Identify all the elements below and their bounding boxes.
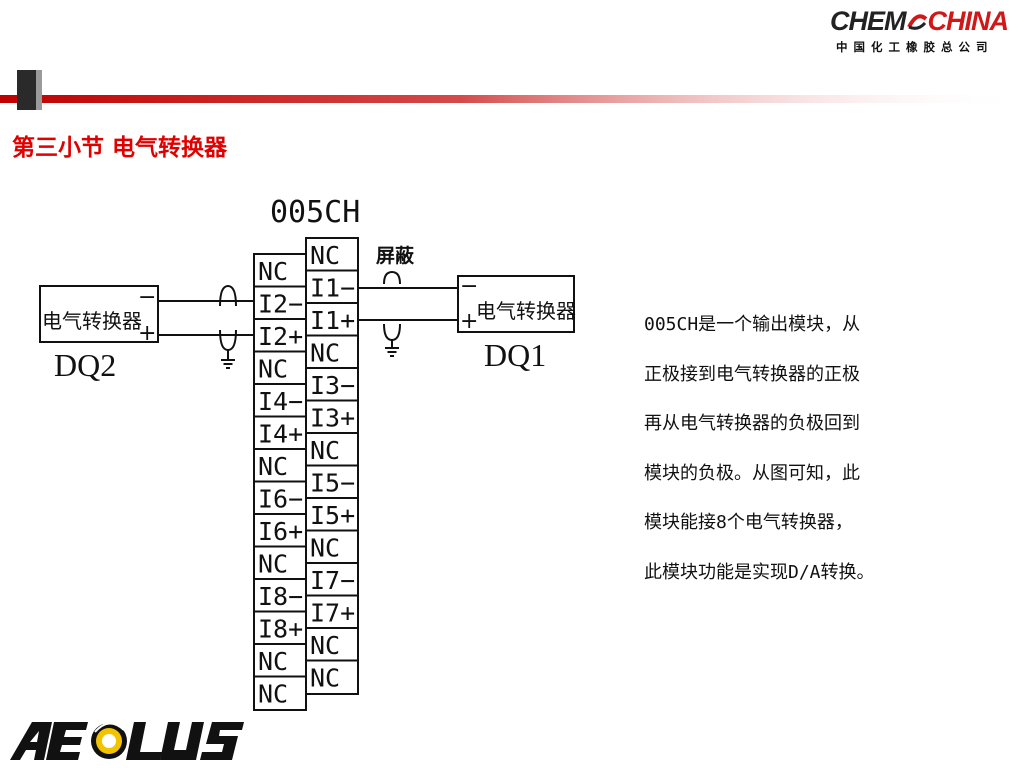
chemchina-wordmark: CHEM CHINA (830, 6, 1009, 37)
shield-right-icon (383, 270, 401, 357)
terminal-label: NC (310, 664, 340, 693)
chemchina-logo: CHEM CHINA 中国化工橡胶总公司 (830, 6, 1020, 56)
terminal-label: I2+ (258, 322, 303, 351)
right-terminal-labels: NC I1− I1+ NC I3− I3+ NC I5− I5+ NC I7− … (310, 241, 355, 693)
dq1-converter-label: 电气转换器 (476, 299, 576, 323)
dq2-minus-sign: − (138, 285, 156, 310)
terminal-label: NC (258, 355, 288, 384)
terminal-label: NC (258, 452, 288, 481)
terminal-label: I6+ (258, 517, 303, 546)
description-text: 005CH是一个输出模块，从 正极接到电气转换器的正极 再从电气转换器的负极回到… (644, 312, 944, 609)
terminal-label: I5+ (310, 501, 355, 530)
terminal-label: I6− (258, 485, 303, 514)
terminal-label: NC (258, 257, 288, 286)
description-line: 此模块功能是实现D/A转换。 (644, 561, 875, 583)
logo-part-chem: CHEM (830, 6, 906, 36)
description-line: 005CH是一个输出模块，从 (644, 314, 861, 335)
terminal-label: I3+ (310, 404, 355, 433)
terminal-label: I1+ (310, 306, 355, 335)
wiring-diagram: 005CH 屏蔽 电气转换器 − + DQ2 电气转换器 − + DQ1 NC … (39, 195, 576, 711)
terminal-label: NC (310, 339, 340, 368)
right-column-dividers (306, 269, 358, 662)
description-line: 再从电气转换器的负极回到 (644, 413, 860, 434)
terminal-label: I3− (310, 371, 355, 400)
dq2-tag: DQ2 (54, 347, 116, 383)
terminal-label: I8− (258, 582, 303, 611)
description-line: 模块的负极。从图可知，此 (644, 462, 860, 484)
description-line: 模块能接8个电气转换器， (644, 512, 853, 533)
logo-subtitle: 中国化工橡胶总公司 (836, 40, 994, 54)
dq1-plus-sign: + (460, 309, 478, 334)
terminal-label: I8+ (258, 615, 303, 644)
terminal-label: I5− (310, 469, 355, 498)
terminal-label: I7− (310, 566, 355, 595)
terminal-label: NC (310, 241, 340, 270)
terminal-label: NC (310, 631, 340, 660)
terminal-label: I2− (258, 290, 303, 319)
dq1-tag: DQ1 (484, 337, 546, 373)
logo-swoosh-icon (906, 6, 928, 37)
terminal-label: I4− (258, 387, 303, 416)
module-label: 005CH (270, 195, 360, 230)
left-column-dividers (254, 285, 306, 678)
dq2-plus-sign: + (138, 321, 156, 346)
dq1-minus-sign: − (460, 274, 478, 299)
terminal-label: NC (310, 436, 340, 465)
dq2-converter-label: 电气转换器 (42, 309, 142, 333)
terminal-label: NC (258, 680, 288, 709)
aeolus-logo (10, 722, 244, 760)
shield-left-icon (219, 284, 237, 369)
terminal-label: I1− (310, 274, 355, 303)
terminal-label: NC (258, 647, 288, 676)
terminal-label: NC (310, 534, 340, 563)
logo-part-china: CHINA (927, 6, 1009, 36)
device-box-dq2 (39, 285, 159, 343)
left-terminal-labels: NC I2− I2+ NC I4− I4+ NC I6− I6+ NC I8− … (258, 257, 303, 709)
terminal-label: I7+ (310, 599, 355, 628)
terminal-label: I4+ (258, 420, 303, 449)
terminal-label: NC (258, 550, 288, 579)
slide-title: 第三小节 电气转换器 (12, 135, 228, 161)
shield-label: 屏蔽 (376, 245, 415, 267)
device-box-dq1 (457, 275, 575, 333)
header-bar (0, 70, 1024, 110)
description-line: 正极接到电气转换器的正极 (644, 363, 860, 385)
